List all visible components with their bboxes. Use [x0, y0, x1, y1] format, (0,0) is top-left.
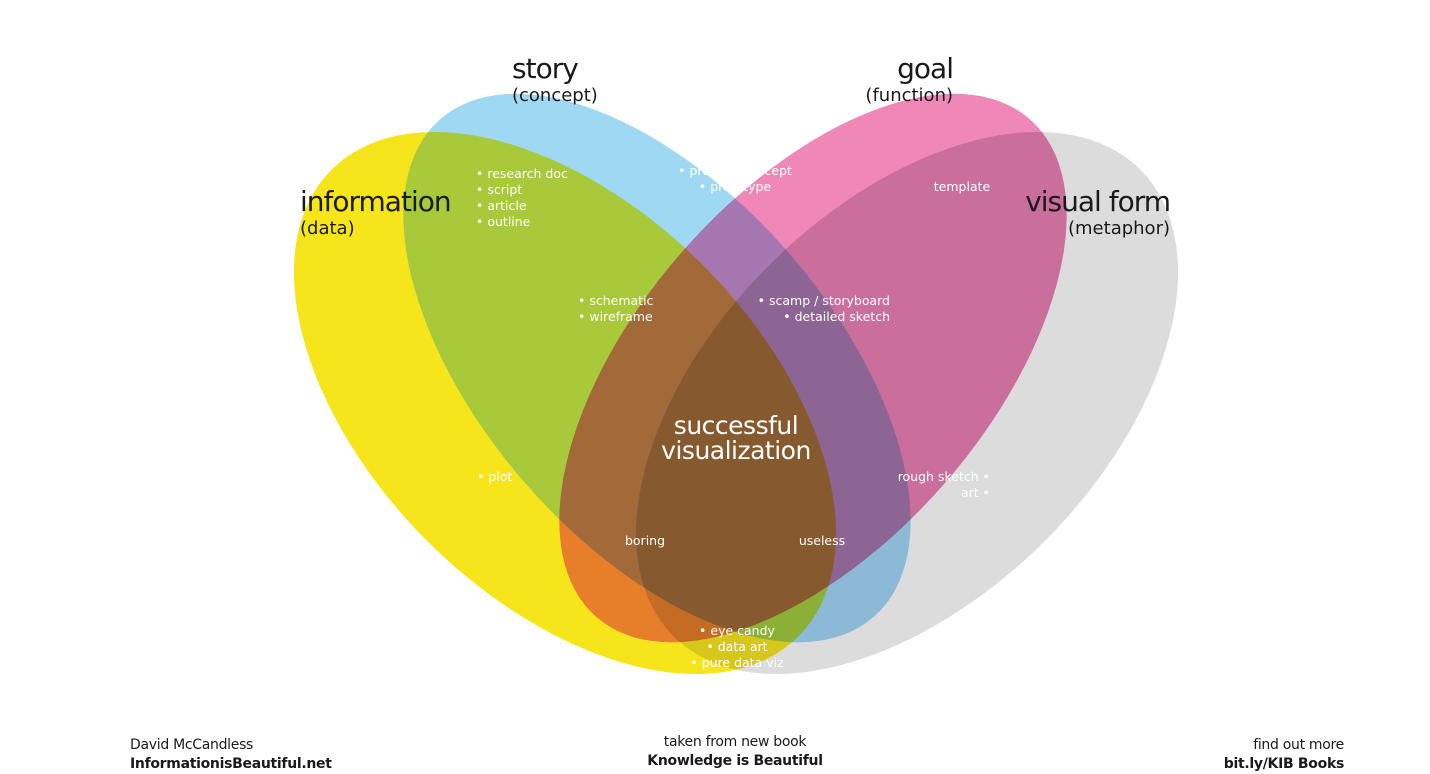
book-note: taken from new book [663, 734, 807, 750]
author-name: David McCandless [130, 737, 254, 753]
story-title: story [512, 52, 578, 85]
region-item: • wireframe [578, 309, 653, 324]
region-item: • article [476, 198, 527, 213]
footer-author: David McCandless InformationisBeautiful.… [130, 736, 332, 774]
region-item: • detailed sketch [783, 309, 890, 324]
region-item: template [934, 179, 991, 194]
region-item: rough sketch • [898, 469, 990, 484]
author-site-link[interactable]: InformationisBeautiful.net [130, 756, 332, 772]
region-item: boring [625, 533, 665, 548]
region-item: • scamp / storyboard [758, 293, 890, 308]
region-item: • outline [476, 214, 531, 229]
region-item: • schematic [578, 293, 654, 308]
region-item: • pure data viz [690, 655, 784, 670]
region-item: • proof of concept [678, 163, 792, 178]
books-link[interactable]: bit.ly/KIB Books [1223, 756, 1345, 772]
footer-more: find out more bit.ly/KIB Books [1223, 736, 1345, 774]
region-item: • data art [706, 639, 767, 654]
region-item: • eye candy [699, 623, 775, 638]
information-subtitle: (data) [300, 218, 355, 239]
region-item: • prototype [699, 179, 772, 194]
region-item: useless [799, 533, 845, 548]
book-title: Knowledge is Beautiful [647, 753, 823, 769]
region-item: • research doc [476, 166, 568, 181]
goal-title: goal [897, 52, 953, 85]
information-title: information [300, 185, 451, 218]
region-item: • script [476, 182, 522, 197]
visual-form-subtitle: (metaphor) [1068, 218, 1170, 239]
goal-subtitle: (function) [865, 85, 953, 106]
visual-form-title: visual form [1025, 185, 1170, 218]
region-item: • plot [477, 469, 512, 484]
find-out-more: find out more [1253, 737, 1344, 753]
footer-book: taken from new book Knowledge is Beautif… [635, 733, 835, 771]
center-label-line1: successful [674, 411, 798, 440]
story-subtitle: (concept) [512, 85, 598, 106]
center-label-line2: visualization [661, 436, 811, 465]
region-item: art • [961, 485, 990, 500]
